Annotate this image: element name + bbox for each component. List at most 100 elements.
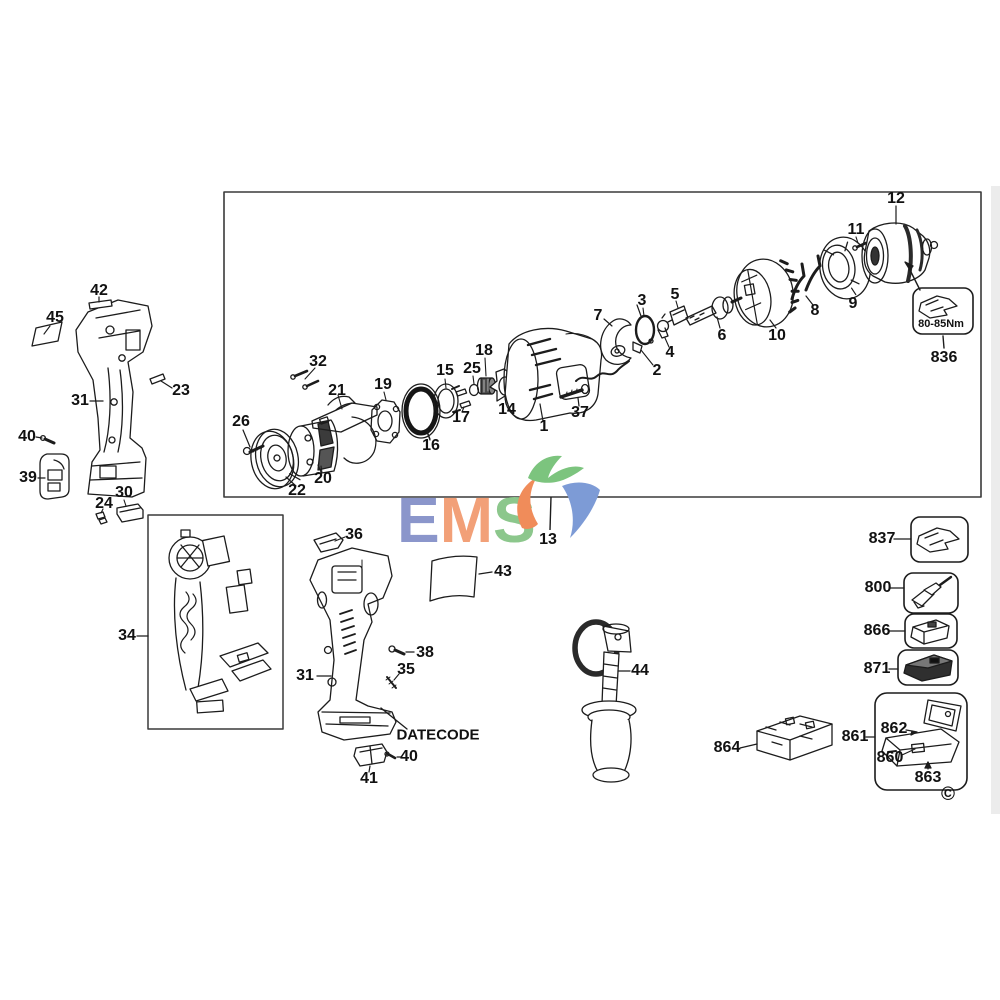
part-label-24: 24 [95,495,113,512]
part-label-30: 30 [115,484,133,501]
part-label-26: 26 [232,413,250,430]
part-label-4: 4 [665,344,675,361]
part-label-10: 10 [768,327,786,344]
part-label-42: 42 [90,282,108,299]
part-23-pin [149,373,173,389]
part-43-label [429,555,493,602]
part-861-kitbox [865,692,968,791]
main-assembly-box [223,191,982,498]
part-45-label [31,321,63,347]
part-label-25: 25 [463,360,481,377]
part-5-block [669,300,689,326]
part-2-clip [632,341,654,366]
part-label-14: 14 [498,401,516,418]
part-38-screw [388,645,415,656]
right-edge-strip [991,186,1000,814]
swoosh-blue [562,482,600,538]
part-label-21: 21 [328,382,346,399]
part-label-23: 23 [172,382,190,399]
part-6-spindle [685,296,743,329]
part-label-861: 861 [841,728,869,745]
part-label-863: 863 [914,769,942,786]
leader-lines [285,304,777,487]
part-37-screw [559,383,590,407]
part-3-snap-ring [634,307,656,346]
part-label-22: 22 [288,482,306,499]
part-4-bracket [656,313,673,348]
swoosh-green [528,455,584,483]
part-11-screw [852,236,868,251]
part-30-button [116,499,144,523]
field-wire [575,360,630,382]
part-label-7: 7 [593,307,603,324]
part-label-18: 18 [475,342,493,359]
part-44-side-handle [572,619,637,783]
part-864-tray [739,715,833,761]
datecode-leader [380,707,408,730]
watermark-letter-e: E [397,484,440,556]
part-label-34: 34 [118,627,136,644]
part-label-6: 6 [717,327,727,344]
part-12-chuck [861,205,939,284]
part-label-38: 38 [416,644,434,661]
part-label-44: 44 [631,662,649,679]
part-label-1: 1 [539,418,549,435]
part-800-box [889,572,959,614]
part-label-871: 871 [863,660,891,677]
part-label-16: 16 [422,437,440,454]
part-label-15: 15 [436,362,454,379]
part-20-motor [287,419,339,477]
part-17-pins [455,388,472,413]
part-label-9: 9 [848,295,858,312]
copyright-mark: © [941,784,955,805]
part-label-40-left: 40 [18,428,36,445]
part-9-clutch-cover [819,236,871,300]
part-21-bracket [311,394,378,464]
part-label-860: 860 [876,749,904,766]
part-label-20: 20 [314,470,332,487]
part-label-12: 12 [887,190,905,207]
swoosh-orange [517,477,538,529]
part-label-13: 13 [539,531,557,548]
part-22-clutch-dial [250,428,301,490]
part-label-45: 45 [46,309,64,326]
part-label-17: 17 [452,409,470,426]
part-label-866: 866 [863,622,891,639]
part-label-40-lower: 40 [400,748,418,765]
part-label-31-left: 31 [71,392,89,409]
part-label-5: 5 [670,286,680,303]
part-label-800: 800 [864,579,892,596]
part-36-clip [313,532,346,553]
part-label-36: 36 [345,526,363,543]
part-label-11: 11 [847,221,865,238]
part-label-864: 864 [713,739,741,756]
part-label-35: 35 [397,661,415,678]
part-7-bracket [600,318,632,365]
part-label-39: 39 [19,469,37,486]
part-35-screw [385,673,400,689]
part-label-43: 43 [494,563,512,580]
part-label-837: 837 [868,530,896,547]
part-837-box [893,516,969,563]
torque-note: 80-85Nm [918,318,964,330]
left-drill-housing [75,299,153,498]
part-32-screws [290,367,320,390]
part-40-screw-lower [384,751,402,760]
part-label-862: 862 [880,720,908,737]
datecode-label: DATECODE [396,726,480,744]
part-34-internal-assembly [136,514,284,730]
watermark-letter-m: M [439,484,493,556]
part-42-label-strip [88,296,113,310]
part-label-37: 37 [571,404,589,421]
part-836-inset [904,261,974,349]
part-39-bit-holder [37,453,70,500]
part-40-screw-left [35,434,56,445]
part-19-gear-plate [370,391,401,444]
part-15-bearing [433,378,461,419]
part-871-battery-box [888,649,959,686]
part-label-19: 19 [374,376,392,393]
